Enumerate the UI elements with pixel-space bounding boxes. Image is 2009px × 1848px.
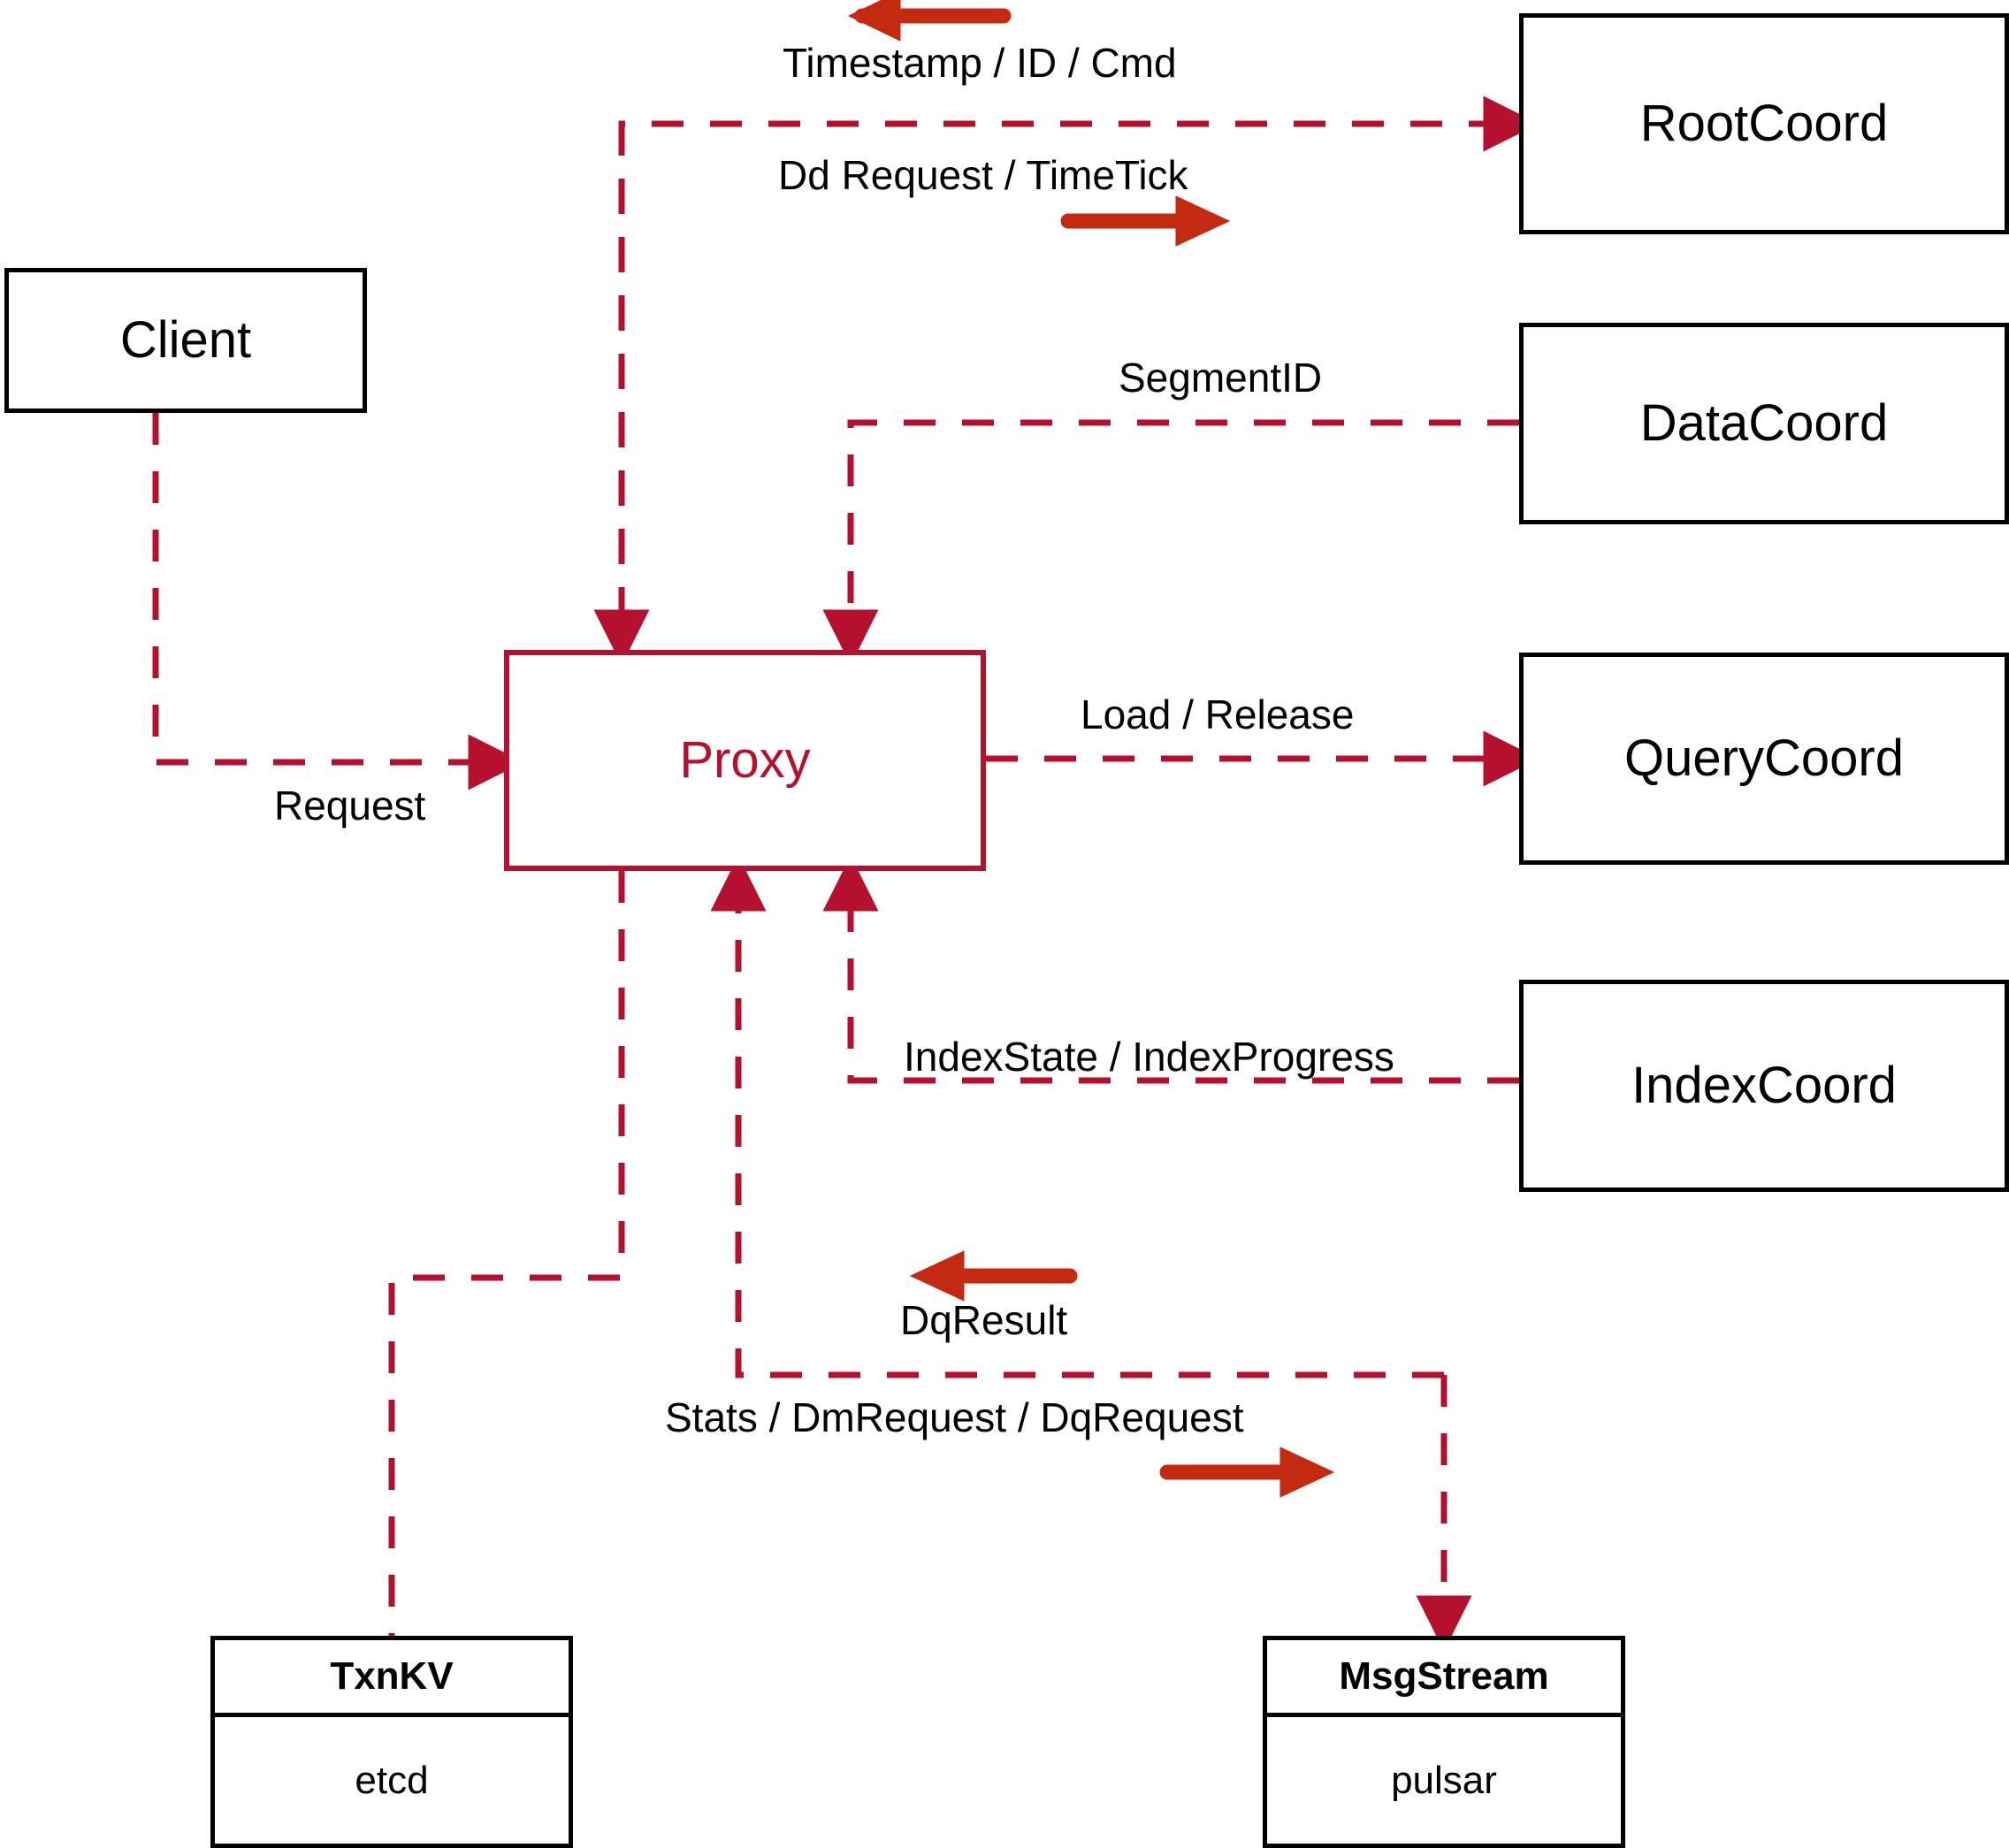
- node-indexcoord[interactable]: IndexCoord: [1519, 980, 2009, 1192]
- node-rootcoord-label: RootCoord: [1639, 95, 1889, 152]
- direction-arrow-dqresult: [909, 1250, 1078, 1302]
- node-txnkv[interactable]: TxnKV etcd: [210, 1636, 573, 1848]
- node-querycoord[interactable]: QueryCoord: [1519, 653, 2009, 865]
- node-client[interactable]: Client: [4, 268, 367, 413]
- node-rootcoord[interactable]: RootCoord: [1519, 13, 2009, 234]
- direction-arrow-stats: [1159, 1447, 1335, 1498]
- node-proxy-label: Proxy: [679, 731, 811, 789]
- node-querycoord-label: QueryCoord: [1624, 729, 1904, 787]
- node-msgstream-body: pulsar: [1391, 1758, 1497, 1802]
- edge-label-request: Request: [274, 783, 426, 829]
- node-client-label: Client: [119, 311, 252, 369]
- edge-proxy-to-txnkv: [388, 871, 625, 1636]
- direction-arrow-timestamp: [847, 0, 1012, 42]
- edge-label-segment-id: SegmentID: [1119, 355, 1323, 401]
- edge-datacoord-to-proxy: [822, 419, 1519, 666]
- node-indexcoord-label: IndexCoord: [1631, 1057, 1897, 1114]
- edge-label-timestamp-id-cmd: Timestamp / ID / Cmd: [783, 40, 1177, 86]
- node-datacoord[interactable]: DataCoord: [1519, 323, 2009, 524]
- edge-proxy-to-rootcoord: [618, 95, 1539, 619]
- edge-client-to-proxy: [152, 413, 524, 790]
- node-datacoord-label: DataCoord: [1639, 394, 1889, 452]
- node-msgstream[interactable]: MsgStream pulsar: [1263, 1636, 1625, 1848]
- node-msgstream-header: MsgStream: [1267, 1640, 1621, 1717]
- direction-arrow-ddrequest: [1060, 195, 1231, 247]
- edge-msgstream-to-proxy: [710, 855, 1444, 1378]
- edge-label-stats-dm-dq: Stats / DmRequest / DqRequest: [665, 1394, 1244, 1440]
- edge-label-dq-result: DqResult: [900, 1297, 1068, 1343]
- edge-label-load-release: Load / Release: [1081, 691, 1355, 737]
- direction-arrows: [847, 0, 1335, 1498]
- node-proxy[interactable]: Proxy: [504, 650, 986, 871]
- node-txnkv-header: TxnKV: [215, 1640, 569, 1717]
- edge-label-dd-request: Dd Request / TimeTick: [778, 152, 1188, 198]
- edge-indexcoord-to-proxy: [822, 855, 1519, 1084]
- edge-label-index-state: IndexState / IndexProgress: [904, 1034, 1394, 1080]
- node-txnkv-body: etcd: [355, 1758, 429, 1802]
